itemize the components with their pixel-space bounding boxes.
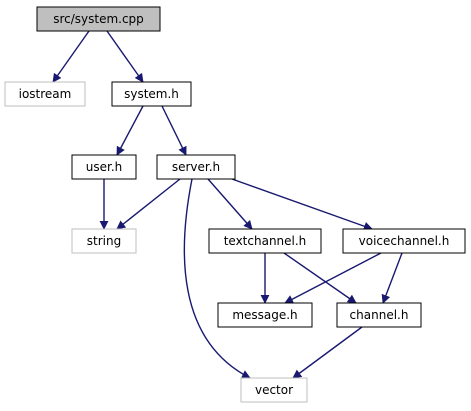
node-box [111,81,192,107]
edge-voicechannel-h-to-message-h [284,252,382,304]
node-box [71,154,137,180]
node-box [36,6,161,32]
edge-system-cpp-to-system-h [106,30,144,83]
node-user-h[interactable]: user.h [71,154,137,180]
node-label: src/system.cpp [53,12,144,26]
node-channel-h[interactable]: channel.h [336,302,422,328]
node-system-cpp[interactable]: src/system.cpp [36,6,161,32]
edge-voicechannel-h-to-channel-h [381,252,403,304]
edges-layer [52,30,403,379]
node-label: user.h [86,160,123,174]
nodes-layer: src/system.cpp iostream system.h user.h serv… [4,6,466,403]
node-label: system.h [124,87,179,101]
node-label: string [87,234,121,248]
node-system-h[interactable]: system.h [111,81,192,107]
edge-server-h-to-string [116,178,181,230]
node-label: voicechannel.h [359,234,450,248]
node-server-h[interactable]: server.h [156,154,236,180]
node-label: message.h [232,308,297,322]
edge-server-h-to-vector [183,178,251,379]
edge-server-h-to-voicechannel-h [231,178,373,231]
node-label: textchannel.h [224,234,307,248]
node-label: iostream [19,87,72,101]
node-box [217,302,313,328]
node-textchannel-h[interactable]: textchannel.h [208,228,322,254]
node-box [208,228,322,254]
node-label: channel.h [350,308,409,322]
edge-system-h-to-user-h [116,105,144,156]
edge-system-cpp-to-iostream [52,30,90,83]
node-iostream: iostream [4,81,86,107]
node-box [4,81,86,107]
node-string: string [71,228,137,254]
edge-system-h-to-server-h [161,105,187,156]
node-message-h[interactable]: message.h [217,302,313,328]
node-vector: vector [240,377,308,403]
node-box [71,228,137,254]
node-voicechannel-h[interactable]: voicechannel.h [342,228,466,254]
node-label: vector [255,383,293,397]
node-box [156,154,236,180]
edge-textchannel-h-to-channel-h [283,252,357,304]
node-box [342,228,466,254]
node-box [336,302,422,328]
node-label: server.h [172,160,220,174]
edge-server-h-to-textchannel-h [207,178,253,230]
edge-channel-h-to-vector [292,326,363,379]
node-box [240,377,308,403]
